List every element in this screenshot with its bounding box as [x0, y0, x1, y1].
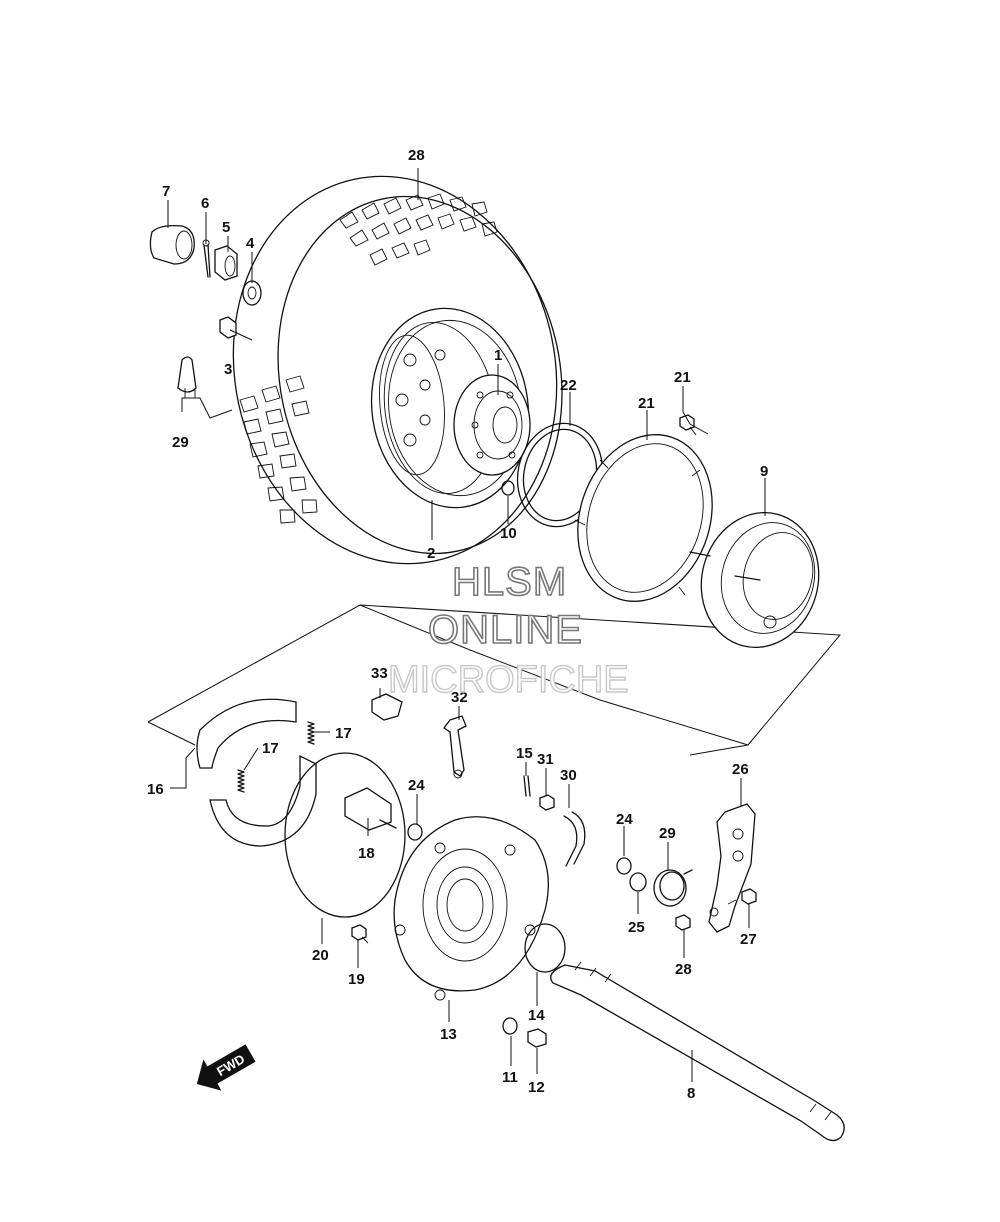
label-part-25: 25 [628, 919, 645, 936]
label-part-34: 32 [451, 689, 468, 706]
valve-part-31[interactable] [177, 356, 197, 399]
label-part-6: 6 [201, 195, 209, 212]
pin-part-15[interactable] [523, 775, 531, 797]
label-part-11: 11 [502, 1069, 518, 1086]
brake-shoe-part-16[interactable] [196, 698, 317, 847]
o-ring-part-24-left[interactable] [407, 823, 423, 841]
label-part-12: 12 [528, 1079, 545, 1096]
leader-lines [167, 168, 766, 1082]
nut-part-5[interactable] [214, 245, 238, 281]
label-part-18: 18 [358, 845, 375, 862]
bolt-part-22[interactable] [679, 414, 697, 436]
bolt-part-12[interactable] [527, 1028, 547, 1048]
o-ring-part-14[interactable] [524, 923, 566, 973]
label-part-4: 4 [246, 235, 255, 252]
cotter-pin-part-6[interactable] [202, 239, 211, 278]
hose-part-32[interactable] [563, 811, 586, 867]
label-part-19: 19 [348, 971, 365, 988]
part-labels: 28 7 6 5 4 3 29 1 2 22 10 21 21 9 33 32 … [147, 147, 768, 1102]
label-part-23: 22 [560, 377, 577, 394]
label-part-21: 21 [638, 395, 655, 412]
label-part-31: 29 [172, 434, 189, 451]
cap-part-7[interactable] [149, 224, 195, 265]
axle-shaft-part-8[interactable] [550, 961, 845, 1142]
drum-cover-part-21[interactable] [557, 417, 733, 619]
label-part-1: 1 [494, 347, 502, 364]
label-part-20: 20 [312, 947, 329, 964]
nut-part-3[interactable] [219, 316, 237, 339]
label-part-27: 27 [740, 931, 757, 948]
washer-part-4[interactable] [242, 280, 262, 306]
label-part-15: 15 [516, 745, 533, 762]
o-ring-part-25[interactable] [629, 872, 647, 892]
label-part-28: 28 [675, 961, 692, 978]
label-part-22: 21 [674, 369, 691, 386]
o-ring-part-24-right[interactable] [616, 857, 632, 875]
cam-shaft-part-18[interactable] [344, 787, 397, 831]
label-part-2: 2 [427, 545, 435, 562]
fwd-arrow: FWD [196, 1044, 256, 1091]
label-part-24-right: 24 [616, 811, 633, 828]
label-part-3: 3 [224, 361, 232, 378]
label-part-29: 29 [659, 825, 676, 842]
label-part-13: 13 [440, 1026, 457, 1043]
washer-part-11[interactable] [502, 1017, 518, 1035]
label-part-16: 16 [147, 781, 164, 798]
label-part-17-upper: 17 [335, 725, 352, 742]
label-part-33: 31 [537, 751, 554, 768]
bolt-part-27[interactable] [727, 888, 757, 905]
label-part-30: 28 [408, 147, 425, 164]
brake-panel-part-13[interactable] [393, 816, 549, 1001]
brake-arm-part-26[interactable] [708, 803, 756, 933]
label-part-26: 26 [732, 761, 749, 778]
bolt-part-19[interactable] [351, 924, 369, 944]
spring-part-17-lower[interactable] [237, 769, 245, 793]
nut-part-33[interactable] [539, 794, 555, 811]
label-part-35: 33 [371, 665, 388, 682]
label-part-24-left: 24 [408, 777, 425, 794]
label-part-5: 5 [222, 219, 230, 236]
watermark: HLSM ONLINE MICROFICHE [387, 559, 629, 702]
assembly-outline [147, 604, 842, 756]
cam-lever-part-34[interactable] [443, 715, 467, 779]
tire-part-30[interactable] [198, 146, 594, 594]
clip-part-35[interactable] [371, 693, 403, 721]
o-ring-part-20[interactable] [284, 752, 406, 918]
spring-part-17-upper[interactable] [307, 721, 315, 745]
watermark-line-2: ONLINE [428, 608, 583, 652]
brake-drum-part-9[interactable] [686, 499, 833, 660]
label-part-14: 14 [528, 1007, 545, 1024]
label-part-32: 30 [560, 767, 577, 784]
label-part-10: 10 [500, 525, 517, 542]
arrow-icon [196, 1044, 256, 1091]
label-part-8: 8 [687, 1085, 695, 1102]
hub-part-1[interactable] [453, 374, 531, 476]
return-spring-part-29[interactable] [653, 869, 693, 907]
watermark-line-3: MICROFICHE [388, 659, 629, 701]
nut-part-28[interactable] [675, 914, 691, 931]
label-part-9: 9 [760, 463, 768, 480]
label-part-17-lower: 17 [262, 740, 279, 757]
o-ring-part-10[interactable] [501, 480, 515, 496]
label-part-7: 7 [162, 183, 170, 200]
watermark-line-1: HLSM [452, 560, 567, 604]
